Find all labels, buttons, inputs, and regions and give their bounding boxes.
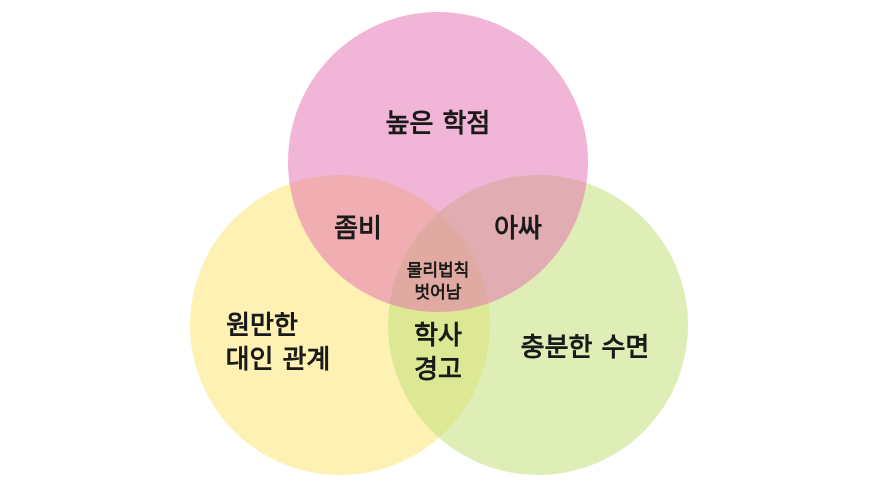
- labels-group: 높은 학점 원만한 대인 관계 충분한 수면 좀비 아싸 물리법칙 벗어남 학사…: [226, 109, 650, 385]
- label-interpersonal-line1: 원만한: [226, 311, 298, 341]
- label-enough-sleep: 충분한 수면: [521, 333, 650, 363]
- label-physics-line2: 벗어남: [415, 283, 462, 303]
- circle-high-gpa: [288, 12, 588, 312]
- label-interpersonal-line2: 대인 관계: [226, 345, 331, 375]
- label-academic-warning-line1: 학사: [414, 321, 462, 351]
- label-physics-line1: 물리법칙: [407, 261, 470, 281]
- label-outsider: 아싸: [494, 214, 542, 244]
- circles-group: [190, 12, 688, 475]
- label-zombie: 좀비: [334, 214, 382, 244]
- label-high-gpa: 높은 학점: [386, 109, 491, 139]
- label-academic-warning-line2: 경고: [414, 355, 462, 385]
